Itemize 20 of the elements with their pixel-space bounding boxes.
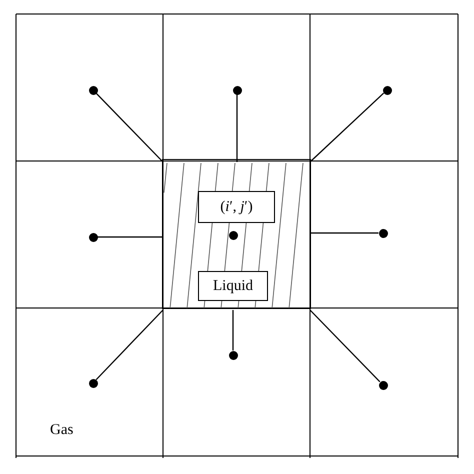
leader-line [96, 310, 164, 380]
leader-line [232, 310, 234, 350]
node-dot [232, 86, 242, 94]
leader-line [310, 310, 380, 382]
leader-line [310, 92, 384, 162]
node-dot [88, 86, 98, 94]
leader-line [310, 232, 378, 234]
leader-line [98, 236, 163, 238]
node-dot [228, 350, 238, 360]
label-box: (i′, j′) [198, 191, 275, 223]
node-dot [88, 232, 98, 242]
leader-line [96, 92, 164, 162]
label-box: Liquid [198, 271, 268, 301]
region-label: Gas [50, 422, 74, 439]
node-dot [228, 230, 238, 240]
node-dot [382, 86, 392, 94]
node-dot [88, 378, 98, 388]
leader-line [236, 94, 238, 162]
node-dot [378, 228, 388, 238]
node-dot [378, 380, 388, 390]
